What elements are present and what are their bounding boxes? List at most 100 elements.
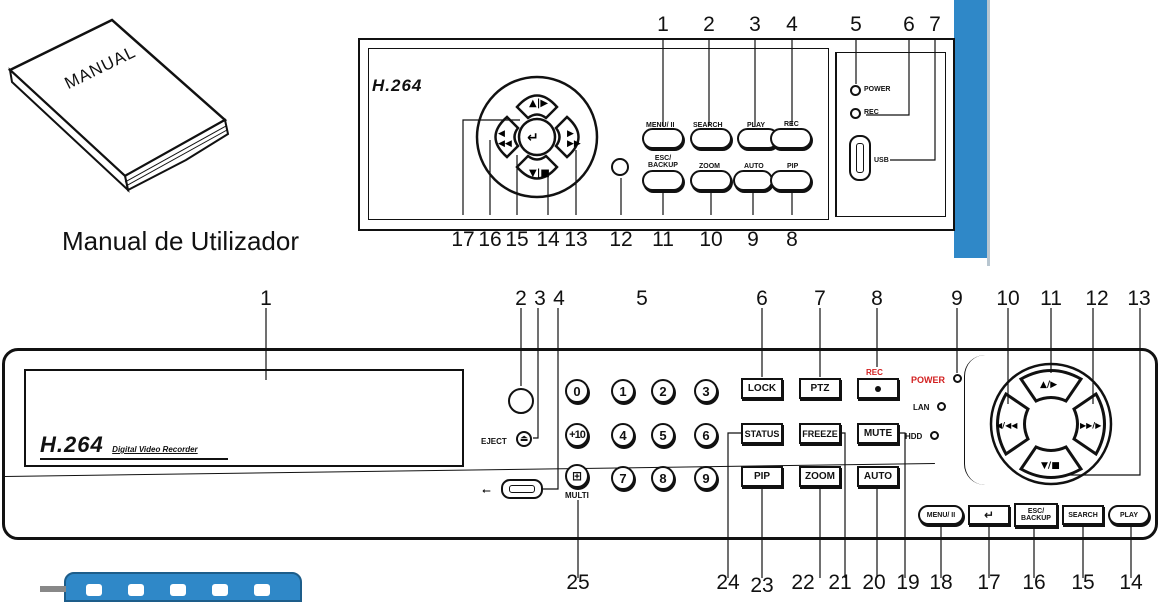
ptz-button[interactable]: PTZ (799, 378, 841, 399)
number-key-7[interactable]: 7 (611, 466, 635, 490)
top-jog-dial[interactable]: ▲|▶ ▼|■ ◀ ◀◀ ▶ ▶▶ ↵ (474, 74, 600, 200)
bottom-play-button[interactable]: PLAY (1108, 505, 1150, 525)
svg-text:▶: ▶ (567, 129, 574, 139)
callout-bottom-13: 13 (1127, 287, 1151, 310)
top-play-label: PLAY (747, 122, 766, 129)
callout-top-12: 12 (609, 228, 633, 251)
bottom-menu-button[interactable]: MENU/ II (918, 505, 964, 525)
blue-side-bar (954, 0, 987, 258)
svg-text:▶▶/▶: ▶▶/▶ (1080, 421, 1102, 430)
number-key-1[interactable]: 1 (611, 379, 635, 403)
number-key-6-label: 6 (702, 427, 710, 443)
callout-top-5: 5 (850, 13, 862, 36)
bottom-usb-port[interactable] (501, 479, 543, 499)
top-usb-port[interactable] (849, 135, 871, 181)
number-key-0[interactable]: 0 (565, 379, 589, 403)
number-key-5[interactable]: 5 (651, 423, 675, 447)
top-esc-backup-button[interactable] (642, 170, 684, 191)
top-rec-led (850, 108, 861, 119)
eject-label: EJECT (481, 437, 507, 446)
callout-bottom-22: 22 (791, 571, 815, 594)
top-menu-button[interactable] (642, 128, 684, 149)
top-rec-button[interactable] (770, 128, 812, 149)
lan-led-label: LAN (913, 403, 930, 412)
bottom-ir-sensor (508, 388, 534, 414)
callout-bottom-23: 23 (750, 574, 774, 597)
record-dot-icon (875, 385, 881, 392)
bottom-search-button[interactable]: SEARCH (1062, 505, 1104, 525)
callout-bottom-6: 6 (756, 287, 768, 310)
top-logo: H.264 (372, 76, 423, 95)
callout-bottom-12: 12 (1085, 287, 1109, 310)
svg-text:▲|▶: ▲|▶ (529, 98, 548, 109)
callout-bottom-16: 16 (1022, 571, 1046, 594)
lan-led (937, 402, 946, 411)
bottom-jog-dial-drawing: ▲/▶ ▼/■ ◀/◀◀ ▶▶/▶ (989, 362, 1113, 486)
top-search-button[interactable] (690, 128, 732, 149)
number-key-8[interactable]: 8 (651, 466, 675, 490)
top-rec-led-label: REC (864, 109, 879, 116)
bottom-logo: H.264 Digital Video Recorder (40, 432, 228, 460)
svg-text:◀: ◀ (498, 129, 505, 139)
callout-bottom-18: 18 (929, 571, 953, 594)
number-key-3[interactable]: 3 (694, 379, 718, 403)
svg-text:▼|■: ▼|■ (529, 168, 550, 179)
lock-button[interactable]: LOCK (741, 378, 783, 399)
auto-button[interactable]: AUTO (857, 466, 899, 487)
manual-book-drawing (7, 18, 230, 193)
callout-top-6: 6 (903, 13, 915, 36)
zoom-button[interactable]: ZOOM (799, 466, 841, 487)
callout-top-3: 3 (749, 13, 761, 36)
number-key-6[interactable]: 6 (694, 423, 718, 447)
multi-button[interactable]: ⊞ (565, 464, 589, 488)
top-pip-button[interactable] (770, 170, 812, 191)
usb-symbol-icon: ⭠ (482, 484, 491, 497)
bottom-logo-subtitle: Digital Video Recorder (112, 445, 198, 454)
callout-bottom-14: 14 (1119, 571, 1143, 594)
top-search-label: SEARCH (693, 122, 723, 129)
callout-top-10: 10 (699, 228, 723, 251)
eject-button[interactable]: ⏏ (516, 431, 532, 447)
bottom-jog-dial[interactable]: ▲/▶ ▼/■ ◀/◀◀ ▶▶/▶ (984, 357, 1118, 491)
callout-bottom-10: 10 (996, 287, 1020, 310)
bottom-enter-button[interactable]: ↵ (968, 505, 1010, 525)
number-key-plus10[interactable]: +10 (565, 423, 589, 447)
callout-top-16: 16 (478, 228, 502, 251)
top-rec-label: REC (784, 121, 799, 128)
callout-bottom-1: 1 (260, 287, 272, 310)
freeze-button[interactable]: FREEZE (799, 423, 841, 444)
top-power-led (850, 85, 861, 96)
top-panel-inner-frame (368, 48, 829, 220)
callout-top-17: 17 (451, 228, 475, 251)
partial-icon-shadow (40, 586, 66, 592)
top-ir-sensor (611, 158, 629, 176)
callout-bottom-11: 11 (1040, 287, 1062, 310)
callout-bottom-5: 5 (636, 287, 648, 310)
bottom-esc-backup-button[interactable]: ESC/ BACKUP (1014, 503, 1058, 527)
top-zoom-button[interactable] (690, 170, 732, 191)
eject-icon: ⏏ (519, 433, 529, 444)
number-key-9[interactable]: 9 (694, 466, 718, 490)
top-menu-label: MENU/ II (646, 122, 675, 129)
number-key-4[interactable]: 4 (611, 423, 635, 447)
callout-top-9: 9 (747, 228, 759, 251)
callout-top-13: 13 (564, 228, 588, 251)
svg-text:▼/■: ▼/■ (1041, 461, 1060, 471)
bottom-logo-text: H.264 (40, 432, 104, 457)
blue-side-bar-edge (987, 0, 990, 266)
callout-bottom-9: 9 (951, 287, 963, 310)
pip-button[interactable]: PIP (741, 466, 783, 487)
callout-bottom-2: 2 (515, 287, 527, 310)
rec-button[interactable] (857, 378, 899, 399)
callout-bottom-21: 21 (828, 571, 852, 594)
status-button[interactable]: STATUS (741, 423, 783, 444)
number-key-2[interactable]: 2 (651, 379, 675, 403)
manual-illustration: MANUAL Manual de Utilizador (0, 0, 380, 256)
hdd-led-label: HDD (905, 432, 923, 441)
callout-top-4: 4 (786, 13, 798, 36)
callout-top-8: 8 (786, 228, 798, 251)
callout-bottom-19: 19 (896, 571, 920, 594)
top-usb-label: USB (874, 157, 889, 164)
mute-button[interactable]: MUTE (857, 423, 899, 444)
